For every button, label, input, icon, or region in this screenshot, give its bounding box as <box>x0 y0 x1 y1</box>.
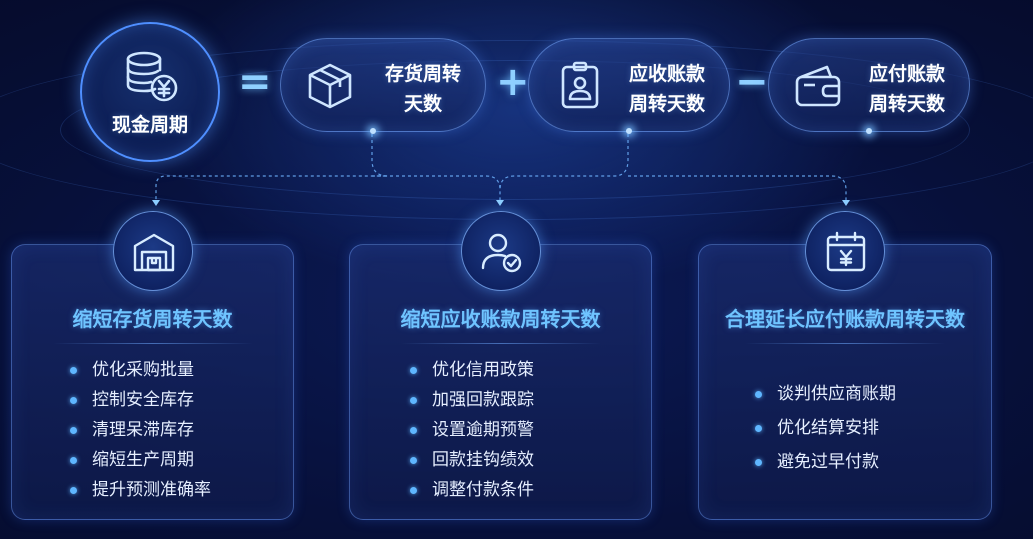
plus-sign: + <box>496 59 530 105</box>
wallet-icon <box>795 65 841 107</box>
card-divider <box>400 343 601 344</box>
cash-cycle-circle: 现金周期 <box>80 22 220 162</box>
list-item: 控制安全库存 <box>70 385 211 415</box>
receivable-days-pill: 应收账款 周转天数 <box>528 38 730 134</box>
pill-glow-dot <box>370 128 376 134</box>
card-list: 优化采购批量 控制安全库存 清理呆滞库存 缩短生产周期 提升预测准确率 <box>70 355 211 505</box>
list-item: 缩短生产周期 <box>70 445 211 475</box>
list-item: 设置逾期预警 <box>410 415 534 445</box>
list-item: 优化结算安排 <box>755 411 896 445</box>
user-check-icon <box>481 233 522 273</box>
arrow-head <box>496 200 504 206</box>
list-item: 调整付款条件 <box>410 475 534 505</box>
list-item: 避免过早付款 <box>755 445 896 479</box>
payable-strategy-card: 合理延长应付账款周转天数 谈判供应商账期 优化结算安排 避免过早付款 <box>698 211 992 520</box>
minus-sign: − <box>735 59 769 105</box>
background-ring <box>60 60 970 200</box>
card-divider <box>745 343 945 344</box>
inventory-strategy-card: 缩短存货周转天数 优化采购批量 控制安全库存 清理呆滞库存 缩短生产周期 提升预… <box>11 211 294 520</box>
connector-to-card-2 <box>372 175 501 204</box>
card-title: 缩短应收账款周转天数 <box>400 307 601 331</box>
list-item: 清理呆滞库存 <box>70 415 211 445</box>
list-item: 优化信用政策 <box>410 355 534 385</box>
receivable-strategy-card: 缩短应收账款周转天数 优化信用政策 加强回款跟踪 设置逾期预警 回款挂钩绩效 调… <box>349 211 652 520</box>
warehouse-icon <box>133 233 175 272</box>
card-title: 合理延长应付账款周转天数 <box>725 307 965 331</box>
badge-person-icon <box>561 61 599 109</box>
list-item: 谈判供应商账期 <box>755 377 896 411</box>
coin-stack-yen-icon <box>126 51 178 102</box>
pill-glow-dot <box>626 128 632 134</box>
equals-sign: = <box>238 59 272 105</box>
list-item: 回款挂钩绩效 <box>410 445 534 475</box>
list-item: 加强回款跟踪 <box>410 385 534 415</box>
payable-days-text: 应付账款 周转天数 <box>868 63 945 115</box>
card-icon-circle <box>461 211 541 291</box>
list-item: 优化采购批量 <box>70 355 211 385</box>
calendar-yen-icon <box>826 231 866 272</box>
list-item: 提升预测准确率 <box>70 475 211 505</box>
card-list: 优化信用政策 加强回款跟踪 设置逾期预警 回款挂钩绩效 调整付款条件 <box>410 355 534 505</box>
card-icon-circle <box>805 211 885 291</box>
inventory-days-text: 存货周转 天数 <box>384 63 461 115</box>
card-icon-circle <box>113 211 193 291</box>
box-icon <box>308 63 352 109</box>
card-divider <box>52 343 253 344</box>
card-list: 谈判供应商账期 优化结算安排 避免过早付款 <box>755 377 896 479</box>
inventory-days-pill: 存货周转 天数 <box>280 38 486 134</box>
receivable-days-text: 应收账款 周转天数 <box>628 63 705 115</box>
connector-to-card-1 <box>155 134 389 204</box>
cash-cycle-label: 现金周期 <box>111 114 188 136</box>
pill-glow-dot <box>866 128 872 134</box>
card-title: 缩短存货周转天数 <box>72 307 233 331</box>
arrow-head <box>152 200 160 206</box>
connector-merge <box>499 134 629 191</box>
payable-days-pill: 应付账款 周转天数 <box>768 38 970 134</box>
arrow-head <box>842 200 850 206</box>
connector-to-card-3 <box>628 175 847 204</box>
